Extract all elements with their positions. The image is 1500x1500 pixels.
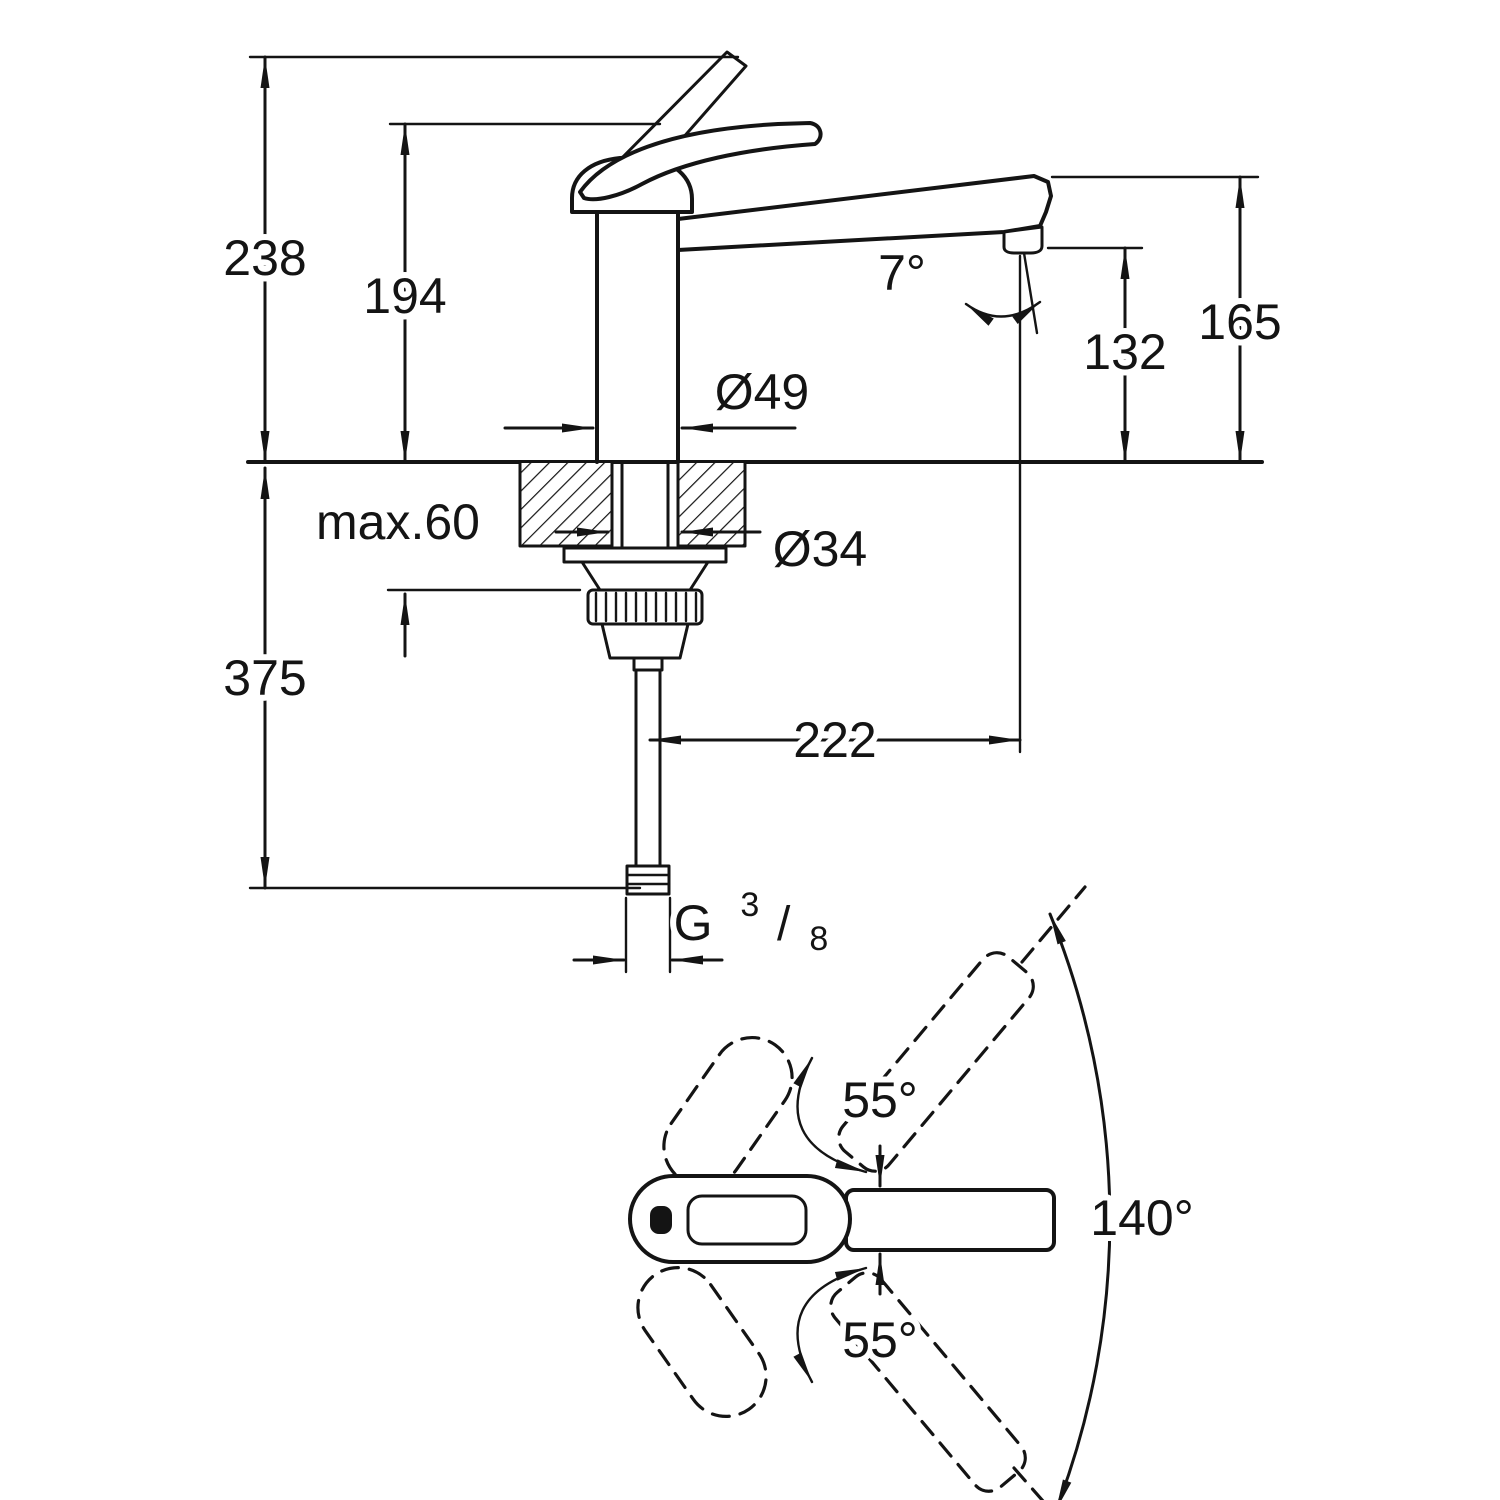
- handle-body-upper-dashed: [662, 1035, 794, 1189]
- dim-swivel-total: 140°: [1048, 912, 1200, 1500]
- hose-connector: [632, 656, 664, 672]
- handle-position-upper: [662, 885, 1087, 1189]
- dim-thread-extension-lines: [624, 896, 672, 974]
- dim-counter-max-label: max.60: [316, 494, 480, 550]
- faucet: [570, 50, 1053, 464]
- dim-swivel-total-label: 140°: [1090, 1190, 1193, 1246]
- water-stream-line: [1022, 251, 1039, 335]
- under-counter-assembly: [562, 460, 728, 896]
- handle-body-lower-dashed: [636, 1265, 768, 1419]
- spout-aerator: [1002, 225, 1044, 255]
- swivel-total-arc: [1048, 912, 1112, 1500]
- dim-spout-top-height: 165: [1050, 175, 1288, 464]
- thread-denominator: 8: [809, 920, 828, 958]
- dim-hose-length: 375: [217, 466, 642, 890]
- dim-total-height: 238: [217, 55, 740, 464]
- dim-hole-diameter: Ø34: [554, 515, 873, 583]
- dim-thread-label: G 3 / 8: [674, 871, 829, 958]
- hose-end-fitting-ridges: [625, 873, 671, 886]
- dim-hole-diameter-label: Ø34: [773, 521, 868, 577]
- swivel-lower-arc: [793, 1266, 868, 1384]
- dim-spout-reach: 222: [648, 254, 1022, 774]
- faucet-spout: [676, 174, 1053, 252]
- handle-lever-upper-dashed: [837, 951, 1035, 1173]
- dim-base-diameter-label: Ø49: [715, 364, 810, 420]
- dim-outlet-height: 132: [1046, 246, 1173, 464]
- mounting-shank: [620, 460, 670, 550]
- swivel-upper-arc: [793, 1056, 868, 1174]
- handle-solid: [628, 1144, 1056, 1296]
- thread-slash: /: [777, 898, 791, 951]
- dim-spout-reach-label: 222: [793, 712, 876, 768]
- counter-slab-outline: [518, 460, 747, 548]
- dim-swivel-lower: 55°: [793, 1266, 924, 1384]
- handle-position-lower: [636, 1265, 1045, 1500]
- dim-swivel-upper: 55°: [793, 1056, 924, 1174]
- dim-handle-height: 194: [357, 122, 662, 464]
- dim-swivel-lower-label: 55°: [842, 1312, 918, 1368]
- dim-handle-height-label: 194: [363, 268, 446, 324]
- faucet-column: [595, 210, 680, 464]
- hose-end-fitting: [625, 864, 671, 896]
- dim-counter-max-thickness: max.60: [310, 488, 582, 658]
- mounting-nut-lower: [600, 622, 690, 660]
- side-view: 238 194 165 132 7° Ø49: [217, 50, 1288, 974]
- mounting-cone: [580, 560, 710, 592]
- handle-lever-lower-extension: [1012, 1466, 1045, 1500]
- dim-total-height-label: 238: [223, 230, 306, 286]
- dim-hose-length-label: 375: [223, 650, 306, 706]
- thread-numerator: 3: [740, 886, 759, 924]
- dim-thread-size: G 3 / 8: [572, 871, 834, 974]
- outlet-angle-arc: [964, 300, 1042, 326]
- mounting-washer: [562, 546, 728, 564]
- dim-outlet-angle: 7°: [872, 239, 1042, 326]
- handle-lever-upper-extension: [1020, 885, 1087, 964]
- handle-lever-top-view: [844, 1188, 1056, 1252]
- thread-prefix: G: [674, 895, 713, 951]
- dim-outlet-height-label: 132: [1083, 324, 1166, 380]
- mounting-nut-ribs: [594, 591, 698, 623]
- dim-spout-top-height-label: 165: [1198, 294, 1281, 350]
- handle-lever-lower-dashed: [829, 1271, 1027, 1493]
- handle-lever: [578, 121, 823, 202]
- dim-outlet-angle-label: 7°: [878, 245, 926, 301]
- counter-slab: [518, 460, 747, 548]
- handle-slot: [650, 1206, 672, 1234]
- top-view: 55° 55° 140°: [628, 885, 1200, 1500]
- supply-hose: [634, 668, 662, 868]
- dim-base-diameter: Ø49: [503, 358, 815, 433]
- handle-inset-plate: [686, 1194, 808, 1246]
- dim-swivel-upper-label: 55°: [842, 1072, 918, 1128]
